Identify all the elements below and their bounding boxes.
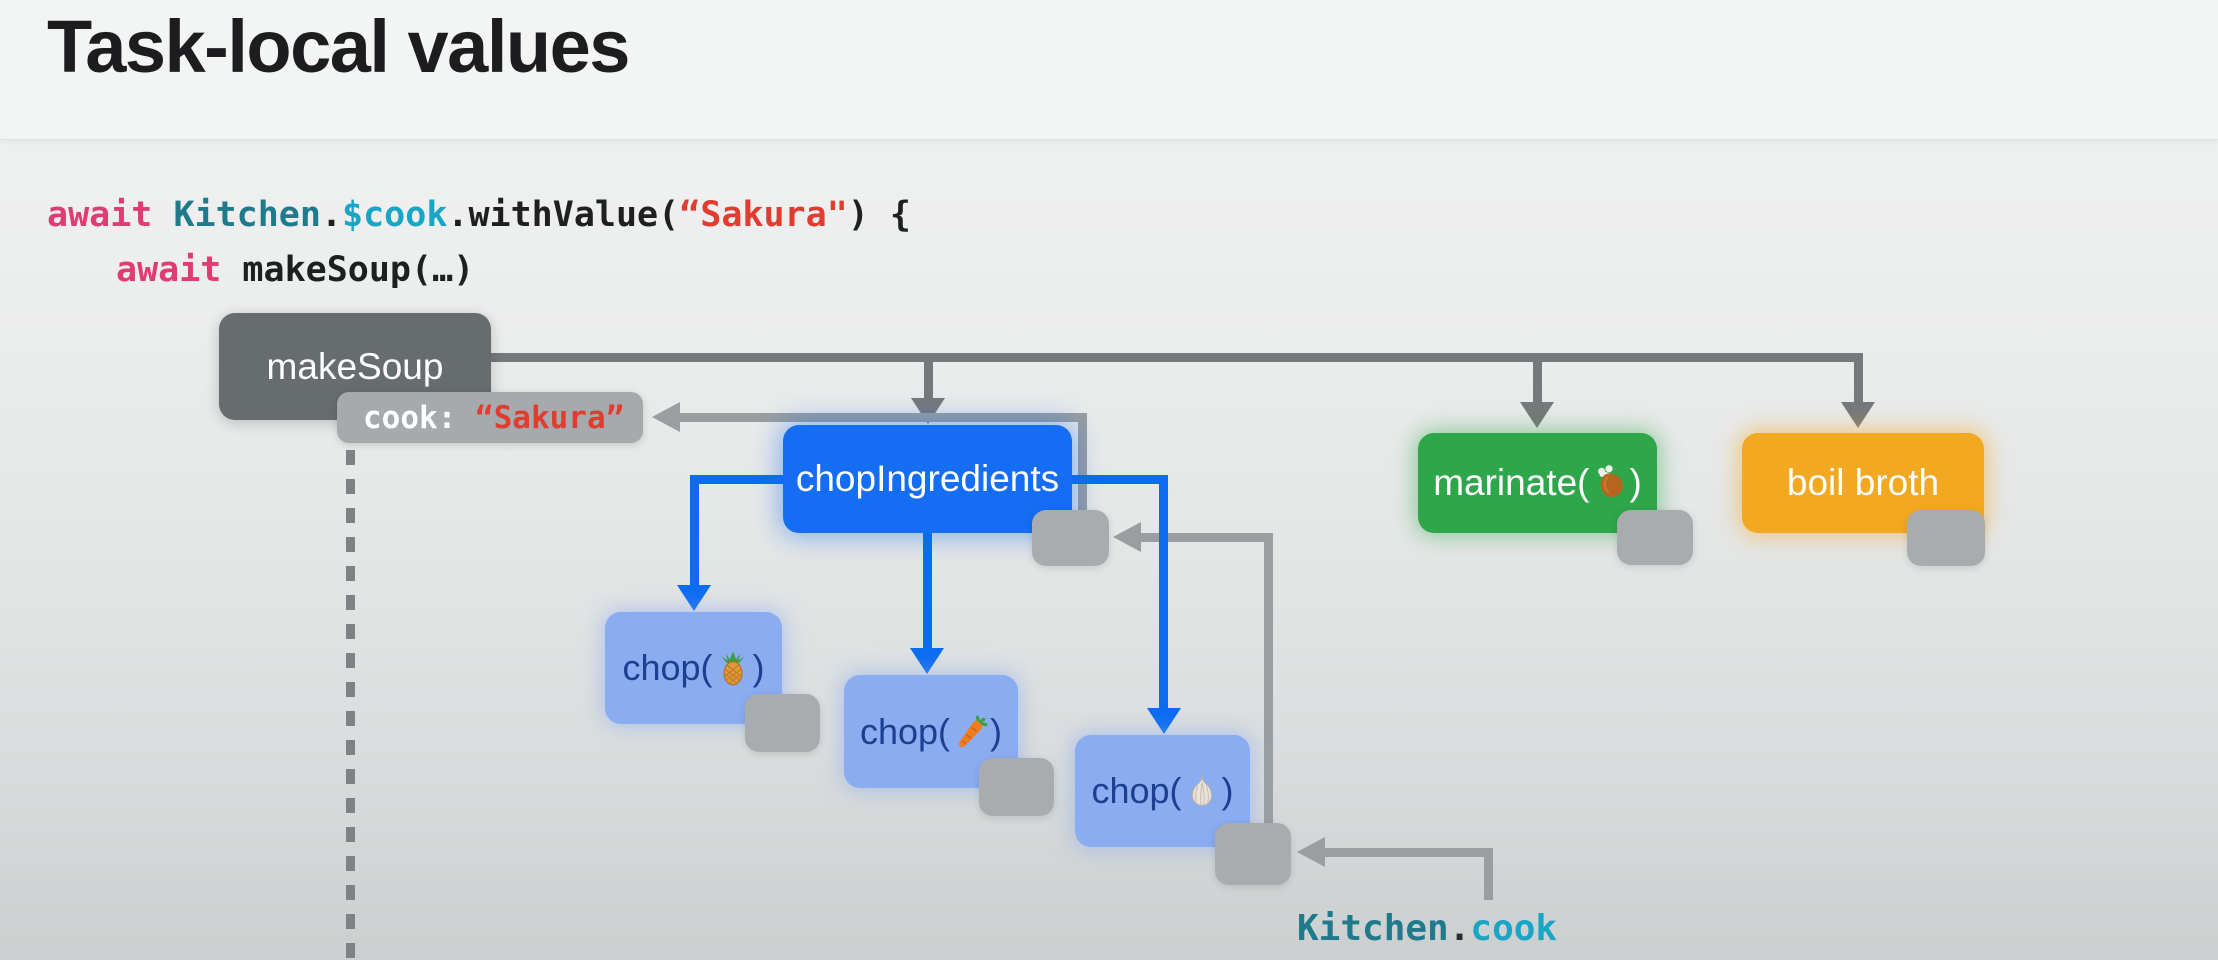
marinate-label-post: )	[1629, 462, 1642, 503]
task-label-makesoup: makeSoup	[266, 345, 444, 387]
task-local-node-marinate	[1617, 510, 1693, 565]
task-local-badge-cook-sakura: cook: “Sakura”	[337, 392, 643, 443]
chop-carrot-label-post: )	[990, 710, 1003, 752]
fork-mid-v	[923, 533, 932, 648]
code-token-sakura-string: “Sakura"	[679, 195, 848, 235]
badge-value: “Sakura”	[474, 399, 625, 436]
chop-garlic-label-pre: chop(	[1091, 770, 1182, 811]
task-box-chopingredients: chopIngredients	[783, 425, 1072, 533]
drumstick-icon	[1590, 464, 1628, 502]
code-token-makesoup-call: makeSoup(…)	[221, 250, 475, 290]
tree-drop-boilbroth	[1854, 353, 1863, 402]
kitchen-cook-member: cook	[1470, 908, 1558, 949]
fork-right-v	[1159, 475, 1168, 708]
page-title: Task-local values	[47, 5, 630, 88]
fork-left-h	[694, 475, 783, 484]
task-local-node-chopingredients	[1032, 510, 1109, 566]
arrow-down-boilbroth-icon	[1841, 402, 1875, 428]
lookup-line-kitchen-h	[1325, 848, 1493, 857]
lookup-line-to-badge-h	[680, 413, 1087, 422]
task-local-node-chop-pineapple	[745, 694, 820, 752]
chop-carrot-label-pre: chop(	[859, 710, 951, 752]
lookup-line-to-badge-v	[1078, 413, 1087, 510]
arrow-down-chop-garlic-icon	[1147, 708, 1181, 734]
task-label-boil-broth: boil broth	[1786, 462, 1940, 503]
chop-pineapple-label-pre: chop(	[622, 647, 713, 688]
code-token-await-2: await	[116, 250, 222, 290]
marinate-label-pre: marinate(	[1433, 462, 1590, 503]
makesoup-lifetime-dashed-line	[346, 450, 355, 960]
task-local-node-chop-garlic	[1215, 823, 1291, 885]
arrow-left-to-garlic-node-icon	[1297, 837, 1325, 867]
arrow-left-to-cook-badge-icon	[652, 402, 680, 432]
task-local-node-chop-carrot	[979, 758, 1054, 816]
code-line-2: await makeSoup(…)	[116, 250, 474, 290]
task-box-marinate: marinate()	[1418, 433, 1657, 533]
code-token-kitchen: Kitchen	[173, 195, 321, 235]
kitchen-cook-namespace: Kitchen	[1297, 908, 1449, 949]
fork-right-h	[1072, 475, 1168, 484]
fork-left-v	[690, 475, 699, 585]
badge-key: cook:	[363, 399, 475, 436]
carrot-icon	[951, 713, 989, 751]
code-line-1: await Kitchen.$cook.withValue(“Sakura") …	[47, 195, 911, 235]
task-box-boil-broth: boil broth	[1742, 433, 1984, 533]
code-token-cook-property: $cook	[342, 195, 448, 235]
code-token-await: await	[47, 195, 153, 235]
arrow-down-marinate-icon	[1520, 402, 1554, 428]
header-band: Task-local values	[0, 0, 2218, 140]
task-label-chopingredients: chopIngredients	[795, 458, 1060, 499]
kitchen-cook-label: Kitchen.cook	[1297, 908, 1558, 949]
arrow-left-to-chopingredients-node-icon	[1113, 522, 1141, 552]
garlic-icon	[1183, 772, 1221, 810]
chop-garlic-label-post: )	[1221, 770, 1234, 811]
task-local-node-boil-broth	[1907, 510, 1985, 566]
code-token-withvalue: .withValue(	[447, 195, 680, 235]
arrow-down-chop-pineapple-icon	[677, 585, 711, 611]
tree-drop-chopingredients	[924, 362, 933, 398]
tree-spine	[491, 353, 1862, 362]
chop-pineapple-label-post: )	[752, 647, 765, 688]
tree-drop-marinate	[1533, 362, 1542, 402]
lookup-line-kitchen-v	[1484, 848, 1493, 900]
pineapple-icon	[714, 649, 752, 687]
lookup-line-mid-h	[1141, 533, 1273, 542]
arrow-down-chop-carrot-icon	[910, 648, 944, 674]
lookup-line-mid-v	[1264, 533, 1273, 823]
